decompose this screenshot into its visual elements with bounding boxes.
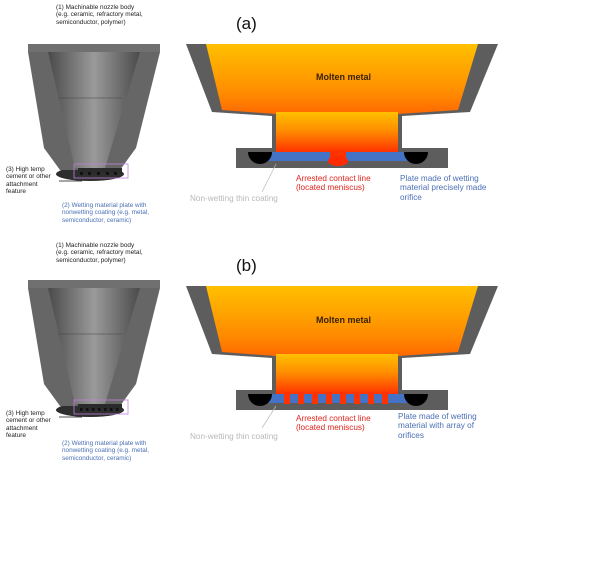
nozzle-body-label-b: (1) Machinable nozzle body (e.g. ceramic… (56, 242, 143, 264)
wetting-plate-label-a: Plate made of wetting material precisely… (400, 174, 487, 202)
nozzle-3d-b (28, 280, 160, 418)
nozzle-section-b (186, 286, 498, 429)
plate-label-b: (2) Wetting material plate with nonwetti… (62, 440, 150, 462)
cement-label-b: (3) High temp cement or other attachment… (6, 410, 51, 440)
contact-line-label-a: Arrested contact line (located meniscus) (296, 174, 371, 193)
nonwetting-coating-label-b: Non-wetting thin coating (190, 432, 278, 441)
panel-label-b: (b) (236, 256, 257, 275)
wetting-plate-label-b: Plate made of wetting material with arra… (398, 412, 477, 440)
nozzle-section-a (186, 44, 498, 193)
nozzle-3d-a (28, 44, 160, 182)
molten-metal-label-b: Molten metal (316, 315, 372, 325)
contact-line-label-b: Arrested contact line (located meniscus) (296, 414, 371, 433)
nozzle-body-label-a: (1) Machinable nozzle body (e.g. ceramic… (56, 4, 143, 26)
nonwetting-coating-label-a: Non-wetting thin coating (190, 194, 278, 203)
molten-metal-label-a: Molten metal (316, 72, 372, 82)
cement-label-a: (3) High temp cement or other attachment… (6, 166, 51, 196)
plate-label-a: (2) Wetting material plate with nonwetti… (62, 202, 150, 224)
panel-label-a: (a) (236, 14, 257, 33)
